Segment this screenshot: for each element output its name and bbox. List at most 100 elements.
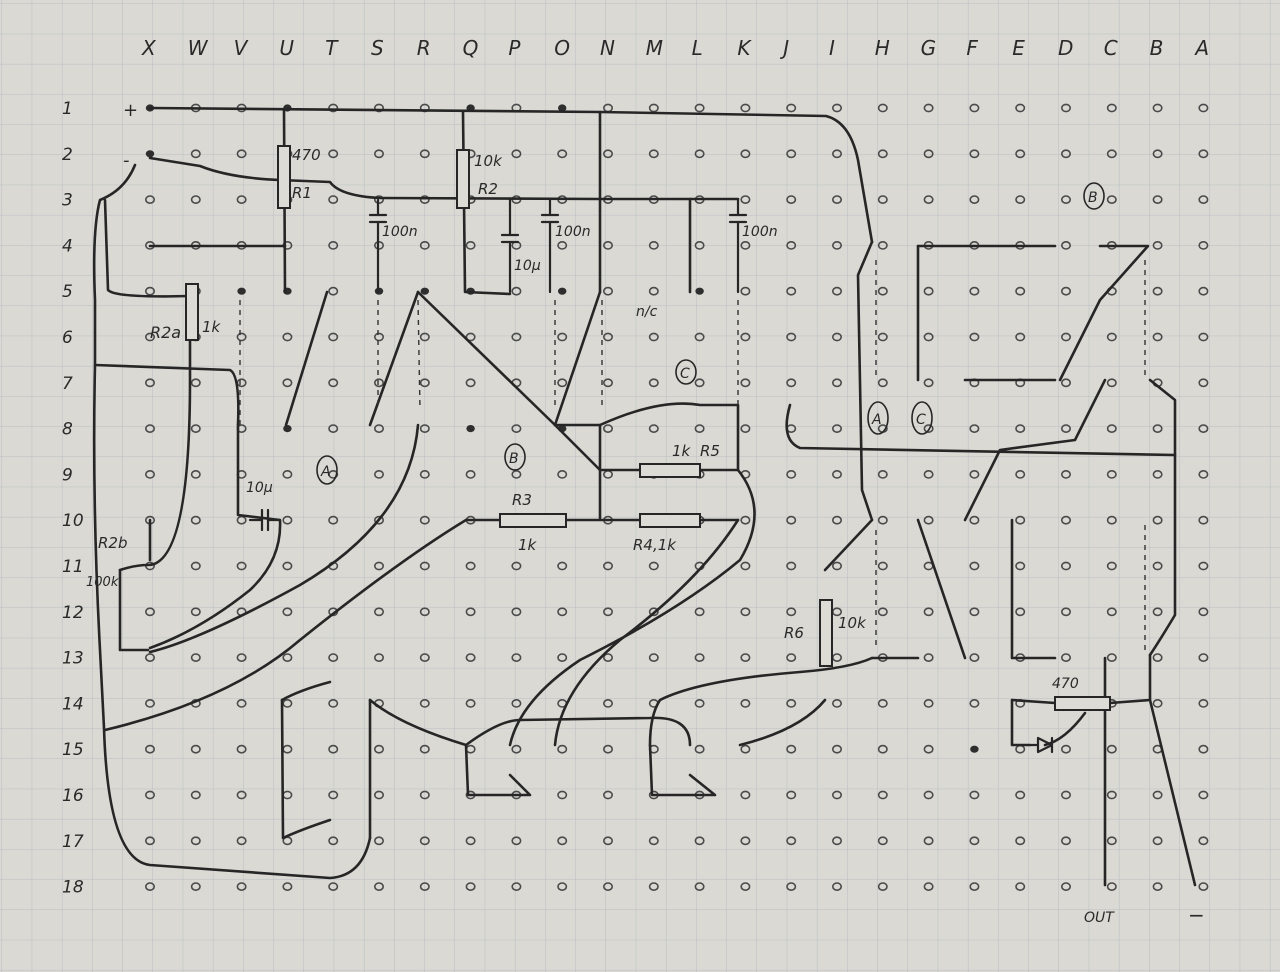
board-hole [190, 149, 201, 159]
capacitor-100n-1 [368, 198, 388, 294]
board-hole [1061, 561, 1072, 571]
board-hole [831, 103, 842, 113]
board-hole [145, 150, 155, 158]
board-hole [1106, 515, 1117, 525]
board-hole [190, 790, 201, 800]
board-hole [465, 469, 476, 479]
board-hole [282, 469, 293, 479]
board-hole [420, 287, 429, 295]
board-hole [923, 607, 934, 617]
board-hole [786, 790, 797, 800]
board-hole [511, 469, 522, 479]
resistor-r2 [456, 149, 470, 209]
row-label: 14 [62, 694, 84, 714]
board-hole [419, 836, 430, 846]
board-hole [373, 332, 384, 342]
capacitor-10u-1 [500, 198, 520, 294]
column-label: E [1012, 36, 1025, 60]
board-hole [282, 332, 293, 342]
board-hole [740, 607, 751, 617]
board-hole [145, 286, 156, 296]
board-hole [831, 240, 842, 250]
board-hole [786, 653, 797, 662]
column-label: K [737, 36, 752, 60]
board-hole [694, 103, 705, 113]
board-hole [1152, 561, 1163, 571]
board-hole [877, 699, 888, 708]
board-hole [969, 286, 980, 296]
components [185, 145, 1111, 754]
row-label: 9 [62, 465, 73, 485]
r2-name: R2 [478, 180, 498, 198]
r5-name: R5 [700, 442, 720, 460]
board-hole [1198, 882, 1209, 891]
row-label: 16 [62, 786, 84, 806]
board-hole [1106, 561, 1117, 571]
board-hole [1061, 195, 1072, 204]
board-hole [602, 561, 613, 571]
board-hole [190, 195, 201, 204]
board-hole [557, 240, 568, 250]
board-hole [1152, 195, 1163, 204]
board-hole [923, 790, 934, 800]
resistor-r4 [639, 513, 701, 528]
board-hole [740, 149, 751, 159]
board-hole [236, 561, 247, 571]
row-label: 3 [62, 191, 73, 211]
board-hole [465, 240, 476, 250]
board-hole [694, 653, 705, 662]
board-hole [1198, 424, 1209, 433]
board-hole [373, 469, 384, 479]
board-hole [969, 882, 980, 891]
board-hole [1152, 790, 1163, 800]
board-hole [511, 607, 522, 617]
r2a-name: R2a [150, 323, 181, 342]
column-label: I [829, 36, 835, 60]
column-label: J [779, 36, 789, 60]
board-hole [969, 424, 980, 433]
column-label: F [966, 36, 978, 60]
board-hole [602, 790, 613, 800]
r6-name: R6 [784, 624, 804, 642]
board-hole [877, 744, 888, 754]
board-hole [282, 561, 293, 571]
board-hole [511, 424, 522, 433]
board-hole [511, 882, 522, 891]
board-hole [145, 836, 156, 846]
board-hole [1061, 240, 1072, 250]
board-hole [557, 332, 568, 342]
board-hole [923, 286, 934, 296]
board-hole [1106, 790, 1117, 800]
board-hole [465, 882, 476, 891]
board-hole [1015, 882, 1026, 891]
board-hole [236, 332, 247, 342]
board-hole [1061, 882, 1072, 891]
board-hole [969, 332, 980, 342]
board-hole [190, 515, 201, 525]
board-hole [602, 744, 613, 754]
board-hole [282, 378, 293, 388]
board-hole [1061, 744, 1072, 754]
board-hole [1152, 332, 1163, 342]
board-hole [190, 469, 201, 479]
board-hole [694, 699, 705, 708]
board-hole [1015, 469, 1026, 479]
board-hole [648, 561, 659, 571]
board-hole [923, 149, 934, 159]
marker-c-1: C [675, 359, 697, 385]
board-hole [740, 699, 751, 708]
board-hole [786, 103, 797, 113]
board-hole [831, 744, 842, 754]
row-label: 15 [62, 740, 84, 760]
board-hole [557, 790, 568, 800]
column-label: O [554, 36, 570, 60]
svg-text:A: A [871, 412, 882, 428]
board-hole [328, 515, 339, 525]
board-hole [511, 653, 522, 662]
board-hole [190, 607, 201, 617]
board-hole [1106, 424, 1117, 433]
board-hole [419, 790, 430, 800]
board-hole [831, 378, 842, 388]
board-hole [740, 332, 751, 342]
